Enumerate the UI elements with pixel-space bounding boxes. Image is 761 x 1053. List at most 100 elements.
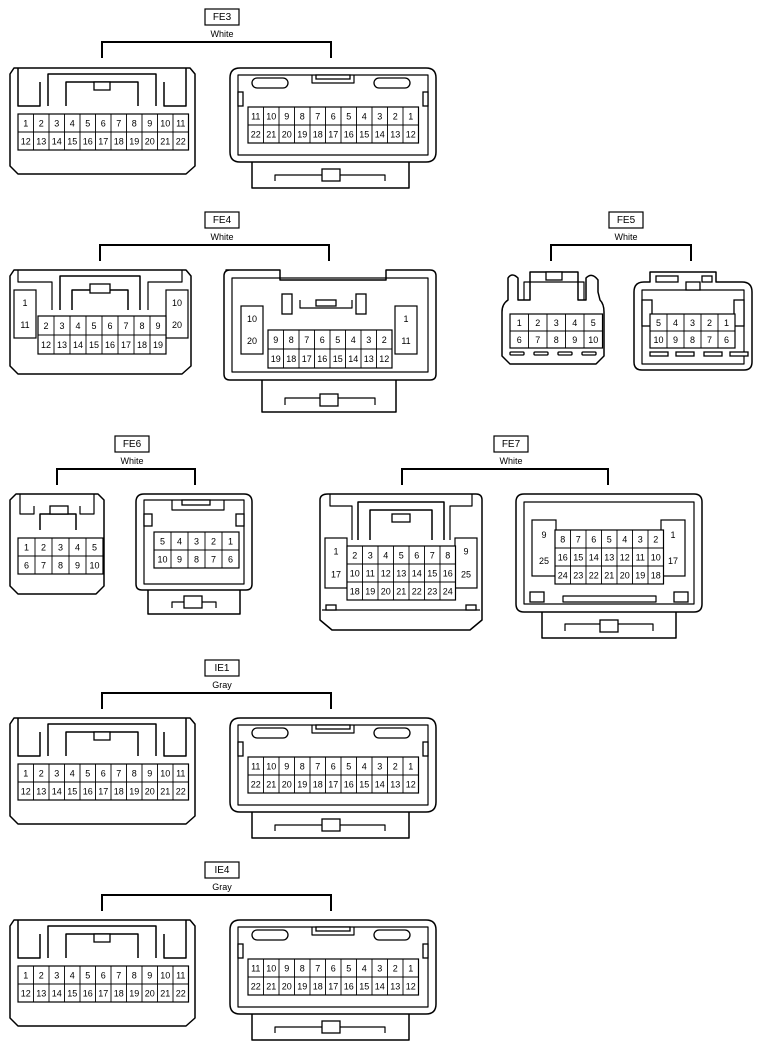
pin-number: 16 [558, 553, 568, 563]
pin-number: 7 [123, 321, 128, 331]
housing-outline [163, 920, 187, 959]
pin-number: 11 [401, 336, 410, 346]
side-key [641, 299, 653, 327]
housing-rect [93, 731, 111, 741]
pin-number: 6 [331, 112, 336, 122]
housing-outline [369, 509, 433, 540]
latch-slot [251, 77, 289, 89]
pin-number: 5 [91, 321, 96, 331]
pin-number: 5 [607, 535, 612, 545]
pin-grid [346, 545, 457, 601]
housing-rect [181, 499, 211, 506]
housing-outline [357, 501, 445, 540]
pin-number: 5 [399, 551, 404, 561]
pin-number: 3 [368, 551, 373, 561]
pin-number: 21 [396, 587, 406, 597]
pin-number: 22 [176, 787, 186, 797]
pin-number: 12 [21, 989, 31, 999]
pin-number: 8 [690, 335, 695, 345]
pin-number: 9 [284, 762, 289, 772]
connector-color: White [499, 456, 522, 466]
housing-rect [93, 933, 111, 943]
pin-lock [557, 351, 573, 356]
housing-outline [449, 494, 473, 540]
pin-number: 22 [251, 130, 261, 140]
pin-number: 1 [23, 119, 28, 129]
pin-number: 7 [304, 335, 309, 345]
bracket-line [101, 41, 332, 58]
pin-number: 14 [375, 780, 385, 790]
housing-outline [59, 275, 141, 310]
pin-number: 17 [331, 570, 341, 580]
pin-number: 15 [333, 354, 343, 364]
pin-cavity [454, 537, 478, 589]
pin-number: 9 [147, 971, 152, 981]
pin-number: 4 [70, 769, 75, 779]
pin-number: 7 [315, 762, 320, 772]
pin-number: 22 [251, 780, 261, 790]
pin-number: 21 [160, 989, 170, 999]
latch-slot [373, 77, 411, 89]
pin-number: 22 [412, 587, 422, 597]
bracket-line [99, 244, 330, 261]
housing-outline [311, 75, 355, 84]
pin-number: 25 [461, 570, 471, 580]
housing-rect [321, 168, 341, 182]
lock-tab [465, 604, 477, 611]
connector-color: Gray [212, 680, 232, 690]
side-key [422, 741, 429, 757]
pin-number: 5 [656, 318, 661, 328]
pin-number: 5 [160, 537, 165, 547]
housing-outline [229, 717, 437, 813]
housing-rect [391, 513, 411, 523]
pin-number: 20 [381, 587, 391, 597]
latch-slot [251, 727, 289, 739]
pin-number: 4 [572, 318, 577, 328]
pin-number: 8 [300, 112, 305, 122]
pin-number: 1 [408, 112, 413, 122]
pin-number: 10 [588, 335, 598, 345]
pin-number: 11 [251, 112, 260, 122]
housing-rect [545, 271, 563, 281]
pin-number: 12 [41, 340, 51, 350]
pin-number: 9 [463, 547, 468, 557]
housing-outline [229, 919, 437, 1015]
pin-number: 1 [23, 769, 28, 779]
pin-number: 6 [331, 762, 336, 772]
side-key [422, 91, 429, 107]
connector-label-box [204, 659, 240, 677]
pin-number: 23 [427, 587, 437, 597]
pin-number: 12 [381, 569, 391, 579]
pin-number: 4 [75, 543, 80, 553]
pin-number: 10 [172, 298, 182, 308]
pin-number: 14 [52, 787, 62, 797]
pin-number: 11 [366, 569, 375, 579]
pin-number: 13 [36, 787, 46, 797]
housing-outline [9, 493, 105, 595]
housing-rect [315, 926, 351, 932]
pin-number: 17 [302, 354, 312, 364]
pin-number: 19 [297, 780, 307, 790]
connector-label-box [204, 861, 240, 879]
pin-cavity [165, 289, 189, 339]
pin-number: 4 [75, 321, 80, 331]
housing-outline [171, 500, 225, 511]
pin-number: 8 [289, 335, 294, 345]
pin-number: 24 [443, 587, 453, 597]
pin-number: 8 [554, 335, 559, 345]
pin-number: 1 [408, 762, 413, 772]
pin-lock [703, 351, 723, 357]
pin-number: 16 [443, 569, 453, 579]
pin-number: 20 [282, 982, 292, 992]
pin-number: 19 [297, 130, 307, 140]
pin-number: 6 [517, 335, 522, 345]
housing-outline [311, 725, 355, 734]
housing-rect [281, 293, 293, 315]
pin-number: 1 [23, 971, 28, 981]
pin-number: 15 [427, 569, 437, 579]
pin-number: 11 [251, 762, 260, 772]
